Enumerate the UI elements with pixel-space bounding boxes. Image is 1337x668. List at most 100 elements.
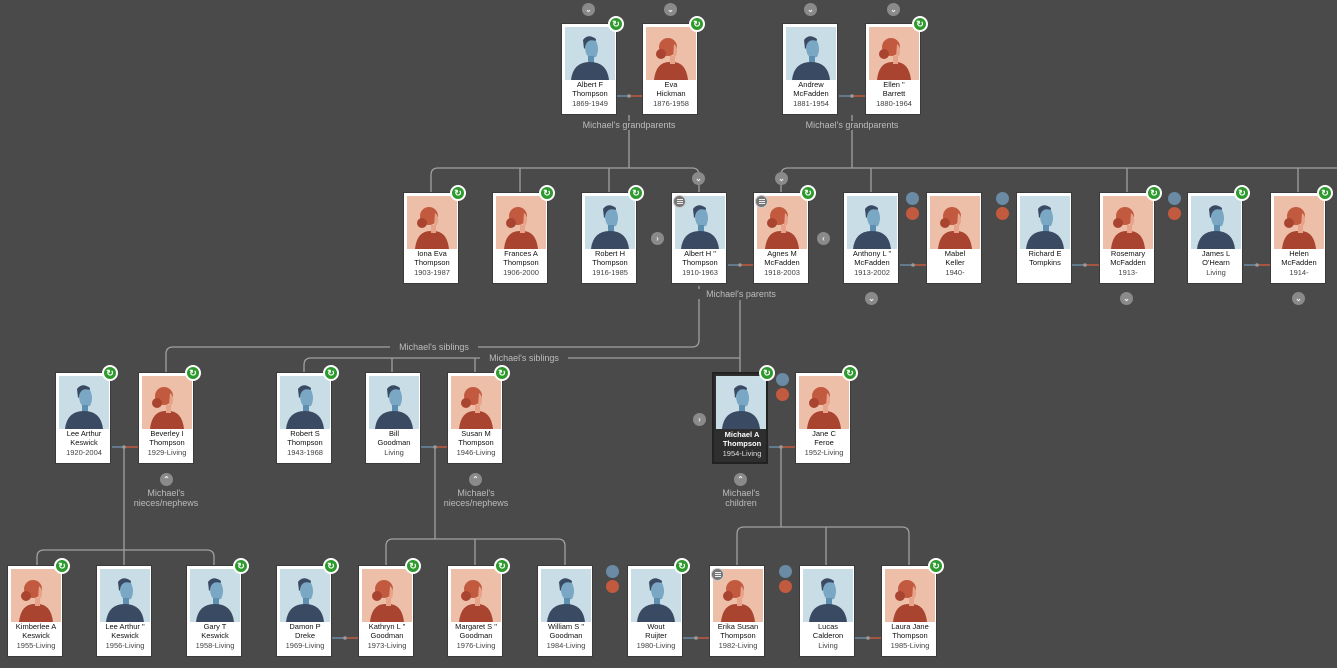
person-card-jane[interactable]: Jane C Feroe 1952-Living (795, 372, 851, 464)
expand-descendants-rosemary-chevron-down-icon[interactable]: ⌄ (1120, 292, 1133, 305)
leaf-hint-icon[interactable]: ↻ (494, 558, 510, 574)
expand-ancestors-ellen-chevron-down-icon[interactable]: ⌄ (887, 3, 900, 16)
expand-descendants-anthony-chevron-down-icon[interactable]: ⌄ (865, 292, 878, 305)
person-card-lee-arthur-jr[interactable]: Lee Arthur " Keswick 1956-Living (96, 565, 152, 657)
leaf-hint-icon[interactable]: ↻ (185, 365, 201, 381)
female-silhouette-icon (1103, 196, 1153, 249)
person-name: Robert S Thompson (287, 429, 323, 447)
person-card-lee-arthur[interactable]: Lee Arthur Keswick 1920-2004 (55, 372, 111, 464)
leaf-hint-icon[interactable]: ↻ (800, 185, 816, 201)
person-dates: 1954-Living (722, 449, 762, 458)
person-card-beverley[interactable]: Beverley I Thompson 1929-Living (138, 372, 194, 464)
expand-ancestors-albert-h-chevron-down-icon[interactable]: ⌄ (692, 172, 705, 185)
person-card-kimberlee[interactable]: Kimberlee A Keswick 1955-Living (7, 565, 63, 657)
person-card-mabel[interactable]: Mabel Keller 1940- (926, 192, 982, 284)
person-card-wout[interactable]: Wout Ruijter 1980-Living (627, 565, 683, 657)
leaf-hint-icon[interactable]: ↻ (323, 558, 339, 574)
expand-sidebar-agnes-chevron-left-icon[interactable]: ‹ (817, 232, 830, 245)
person-card-james[interactable]: James L O'Hearn Living (1187, 192, 1243, 284)
person-card-eva[interactable]: Eva Hickman 1876-1958 (642, 23, 698, 115)
person-card-michael[interactable]: Michael A Thompson 1954-Living (712, 372, 768, 464)
other-spouses-icon-michael[interactable] (776, 373, 790, 403)
male-silhouette-icon (847, 196, 897, 249)
leaf-hint-icon[interactable]: ↻ (323, 365, 339, 381)
leaf-hint-icon[interactable]: ↻ (912, 16, 928, 32)
notes-list-icon[interactable] (711, 568, 724, 581)
leaf-hint-icon[interactable]: ↻ (842, 365, 858, 381)
expand-descendants-helen-chevron-down-icon[interactable]: ⌄ (1292, 292, 1305, 305)
male-silhouette-icon (786, 27, 836, 80)
leaf-hint-icon[interactable]: ↻ (674, 558, 690, 574)
other-spouses-icon-anthony[interactable] (906, 192, 920, 222)
collapse-nieces-1-chevron-up-icon[interactable]: ⌃ (160, 473, 173, 486)
leaf-hint-icon[interactable]: ↻ (928, 558, 944, 574)
notes-list-icon[interactable] (673, 195, 686, 208)
person-card-susan[interactable]: Susan M Thompson 1946-Living (447, 372, 503, 464)
expand-ancestors-andrew-chevron-down-icon[interactable]: ⌄ (804, 3, 817, 16)
expand-sidebar-michael-chevron-right-icon[interactable]: › (693, 413, 706, 426)
expand-ancestors-agnes-chevron-down-icon[interactable]: ⌄ (775, 172, 788, 185)
person-card-laura[interactable]: Laura Jane Thompson 1985-Living (881, 565, 937, 657)
person-card-frances[interactable]: Frances A Thompson 1906-2000 (492, 192, 548, 284)
person-card-helen[interactable]: Helen McFadden 1914- (1270, 192, 1326, 284)
expand-ancestors-eva-chevron-down-icon[interactable]: ⌄ (664, 3, 677, 16)
person-card-william[interactable]: William S " Goodman 1984-Living (537, 565, 593, 657)
leaf-hint-icon[interactable]: ↻ (405, 558, 421, 574)
person-card-robert-h[interactable]: Robert H Thompson 1916-1985 (581, 192, 637, 284)
female-spouse-dot (779, 580, 792, 593)
leaf-hint-icon[interactable]: ↻ (1146, 185, 1162, 201)
leaf-hint-icon[interactable]: ↻ (1317, 185, 1333, 201)
person-card-lucas[interactable]: Lucas Calderon Living (799, 565, 855, 657)
person-name: Wout Ruijter (645, 622, 667, 640)
person-name: Andrew McFadden (793, 80, 829, 98)
person-card-kathryn[interactable]: Kathryn L " Goodman 1973-Living (358, 565, 414, 657)
person-name: Kathryn L " Goodman (368, 622, 406, 640)
male-spouse-dot (996, 192, 1009, 205)
leaf-hint-icon[interactable]: ↻ (233, 558, 249, 574)
person-dates: 1920-2004 (66, 448, 102, 457)
leaf-hint-icon[interactable]: ↻ (608, 16, 624, 32)
leaf-hint-icon[interactable]: ↻ (539, 185, 555, 201)
leaf-hint-icon[interactable]: ↻ (494, 365, 510, 381)
person-name: Kimberlee A Keswick (15, 622, 57, 640)
person-name: Mabel Keller (944, 249, 966, 267)
female-silhouette-icon (646, 27, 696, 80)
person-name: Gary T Keswick (201, 622, 229, 640)
female-spouse-dot (906, 207, 919, 220)
person-card-margaret[interactable]: Margaret S " Goodman 1976-Living (447, 565, 503, 657)
other-spouses-icon-erika[interactable] (779, 565, 793, 595)
person-card-albert-f[interactable]: Albert F Thompson 1869-1949 (561, 23, 617, 115)
person-card-gary[interactable]: Gary T Keswick 1958-Living (186, 565, 242, 657)
person-card-damon[interactable]: Damon P Dreke 1969-Living (276, 565, 332, 657)
leaf-hint-icon[interactable]: ↻ (450, 185, 466, 201)
person-name: Iona Eva Thompson (414, 249, 450, 267)
leaf-hint-icon[interactable]: ↻ (54, 558, 70, 574)
collapse-children-chevron-up-icon[interactable]: ⌃ (734, 473, 747, 486)
person-card-richard[interactable]: Richard E Tompkins (1016, 192, 1072, 284)
person-name: Helen McFadden (1281, 249, 1317, 267)
person-name: Eva Hickman (656, 80, 686, 98)
other-spouses-icon-mabel[interactable] (996, 192, 1010, 222)
leaf-hint-icon[interactable]: ↻ (102, 365, 118, 381)
person-name: Lee Arthur Keswick (66, 429, 102, 447)
leaf-hint-icon[interactable]: ↻ (689, 16, 705, 32)
person-card-iona[interactable]: Iona Eva Thompson 1903-1987 (403, 192, 459, 284)
leaf-hint-icon[interactable]: ↻ (628, 185, 644, 201)
leaf-hint-icon[interactable]: ↻ (1234, 185, 1250, 201)
person-card-andrew[interactable]: Andrew McFadden 1881-1954 (782, 23, 838, 115)
female-silhouette-icon (362, 569, 412, 622)
person-card-bill[interactable]: Bill Goodman Living (365, 372, 421, 464)
notes-list-icon[interactable] (755, 195, 768, 208)
person-card-ellen[interactable]: Ellen " Barrett 1880-1964 (865, 23, 921, 115)
expand-ancestors-albert-f-chevron-down-icon[interactable]: ⌄ (582, 3, 595, 16)
leaf-hint-icon[interactable]: ↻ (759, 365, 775, 381)
person-dates: 1903-1987 (414, 268, 450, 277)
expand-sidebar-robert-h-chevron-right-icon[interactable]: › (651, 232, 664, 245)
collapse-nieces-2-chevron-up-icon[interactable]: ⌃ (469, 473, 482, 486)
other-spouses-icon-rosemary[interactable] (1168, 192, 1182, 222)
person-card-rosemary[interactable]: Rosemary McFadden 1913- (1099, 192, 1155, 284)
other-spouses-icon-william[interactable] (606, 565, 620, 595)
person-card-anthony[interactable]: Anthony L " McFadden 1913-2002 (843, 192, 899, 284)
person-card-robert-s[interactable]: Robert S Thompson 1943-1968 (276, 372, 332, 464)
person-dates: 1876-1958 (653, 99, 689, 108)
